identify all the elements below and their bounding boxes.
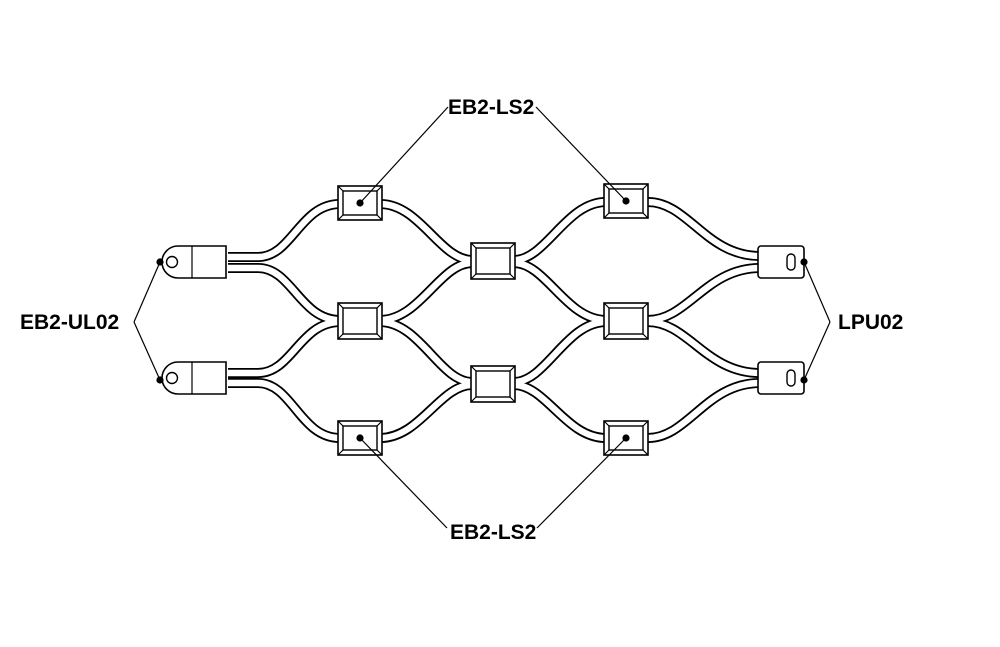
clip-bevel-line xyxy=(376,420,383,427)
clip-bevel-line xyxy=(337,420,344,427)
leader-bottom-left xyxy=(359,437,448,529)
clip-bevel-line xyxy=(376,214,383,221)
leader-marker-dot xyxy=(800,376,808,384)
clip-bevel-line xyxy=(603,302,610,309)
clip-bevel-line xyxy=(337,185,344,192)
leader-right-upper xyxy=(803,261,831,323)
label-eb2-ul02: EB2-UL02 xyxy=(20,311,120,334)
clip-bevel-line xyxy=(337,333,344,340)
slot-terminal-slot xyxy=(786,253,796,271)
clip-bevel-line xyxy=(642,333,649,340)
cable-ends xyxy=(161,245,805,395)
clip-bevel-line xyxy=(509,242,516,249)
clip-bevel-line xyxy=(337,302,344,309)
eye-ferrule-top xyxy=(161,245,227,279)
clip-inner-frame xyxy=(475,370,511,398)
eye-ferrule-hole xyxy=(165,371,179,385)
clip-bevel-line xyxy=(376,449,383,456)
clip-bevel-line xyxy=(642,183,649,190)
label-eb2-ls2-bottom: EB2-LS2 xyxy=(450,521,537,544)
clip-inner-frame xyxy=(475,247,511,275)
clip-bevel-line xyxy=(509,273,516,280)
clip-bevel-line xyxy=(603,420,610,427)
clip-bevel-line xyxy=(470,273,477,280)
clip-bevel-line xyxy=(642,420,649,427)
clip-bevel-line xyxy=(509,365,516,372)
clip-bevel-line xyxy=(603,212,610,219)
leader-marker-dot xyxy=(156,376,164,384)
eye-ferrule-body xyxy=(161,361,227,395)
clip-bevel-line xyxy=(376,302,383,309)
clip-bevel-line xyxy=(337,214,344,221)
clip-bevel-line xyxy=(509,396,516,403)
slot-terminal-bottom xyxy=(757,361,805,395)
slot-terminal-body xyxy=(757,361,805,395)
clip-center-left xyxy=(337,302,383,340)
clip-bevel-line xyxy=(642,302,649,309)
leader-top-left xyxy=(359,106,449,204)
clip-bevel-line xyxy=(470,365,477,372)
clip-bevel-line xyxy=(470,396,477,403)
leader-top-right xyxy=(535,106,627,202)
leader-marker-dot xyxy=(156,258,164,266)
clip-inner-frame xyxy=(608,307,644,335)
leader-lines xyxy=(133,106,831,529)
eye-ferrule-bottom xyxy=(161,361,227,395)
clip-bevel-line xyxy=(603,183,610,190)
slot-terminal-slot xyxy=(786,369,796,387)
leader-left-upper xyxy=(133,261,161,323)
label-eb2-ls2-top: EB2-LS2 xyxy=(448,96,535,119)
leader-bottom-right xyxy=(536,437,627,529)
clip-bevel-line xyxy=(337,449,344,456)
leader-right-lower xyxy=(803,321,831,381)
clip-center-right xyxy=(603,302,649,340)
leader-left-lower xyxy=(133,321,161,381)
clip-eb2-ls2-top-right xyxy=(603,183,649,219)
label-lpu02: LPU02 xyxy=(838,311,904,334)
clip-bevel-line xyxy=(642,212,649,219)
clip-center-bottom xyxy=(470,365,516,403)
clip-center-top xyxy=(470,242,516,280)
leader-marker-dot xyxy=(800,258,808,266)
clip-bevel-line xyxy=(603,333,610,340)
eye-ferrule-body xyxy=(161,245,227,279)
slot-terminal-top xyxy=(757,245,805,279)
clip-bevel-line xyxy=(376,185,383,192)
eye-ferrule-hole xyxy=(165,255,179,269)
clip-bevel-line xyxy=(642,449,649,456)
clip-bevel-line xyxy=(470,242,477,249)
clip-bevel-line xyxy=(603,449,610,456)
clip-bevel-line xyxy=(376,333,383,340)
slot-terminal-body xyxy=(757,245,805,279)
clip-inner-frame xyxy=(342,307,378,335)
